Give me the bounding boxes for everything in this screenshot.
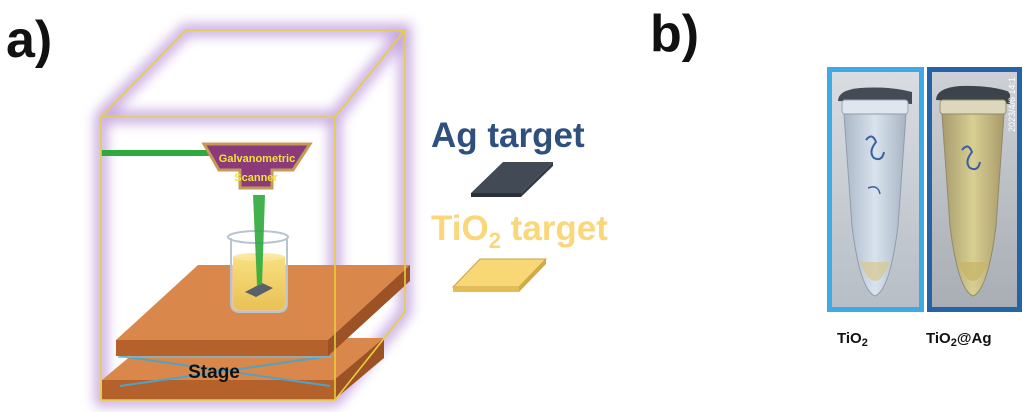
stage-label: Stage	[188, 362, 240, 383]
tio2-target-plate	[451, 258, 548, 292]
photo-tio2	[827, 67, 924, 312]
caption-tio2-ag: TiO2@Ag	[926, 330, 992, 349]
ag-target-plate	[471, 162, 553, 197]
ag-target-label: Ag target	[431, 116, 585, 155]
enclosure-outline	[100, 29, 406, 401]
scanner-label-line1: Galvanometric	[219, 153, 295, 165]
galvanometric-scanner: Galvanometric Scanner	[201, 142, 313, 190]
photo-date-stamp: 2023/4/6 14:1	[1007, 77, 1017, 132]
panel-label-a: a)	[6, 11, 53, 69]
panel-label-b: b)	[650, 5, 700, 63]
photo-tio2-ag: 2023/4/6 14:1	[927, 67, 1022, 312]
scanner-label-line2: Scanner	[234, 172, 278, 184]
laser-beam-vertical	[253, 195, 265, 285]
tio2-target-label: TiO2 target	[431, 209, 608, 253]
scissor-lift	[118, 355, 332, 387]
caption-tio2: TiO2	[837, 330, 868, 349]
